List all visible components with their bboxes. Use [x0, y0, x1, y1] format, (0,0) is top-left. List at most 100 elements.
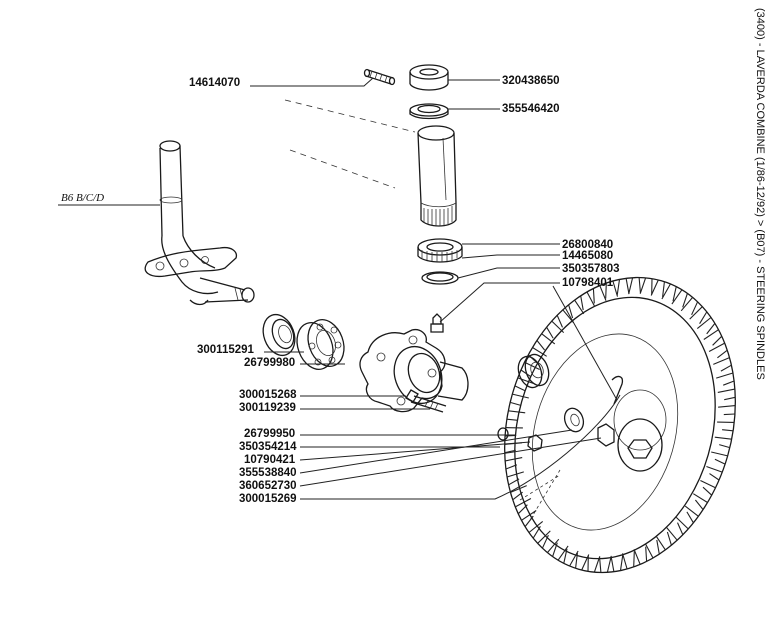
tread-lug [568, 304, 574, 319]
tread-lug [524, 515, 534, 527]
tread-lug [693, 493, 708, 503]
tread-lug [586, 291, 596, 307]
tread-lug [532, 347, 547, 357]
tread-lug [711, 451, 728, 457]
tread-lug [671, 289, 683, 305]
tread-lug [723, 413, 735, 416]
part-number-300015269: 300015269 [239, 493, 297, 505]
tread-lug [552, 542, 558, 557]
part-number-labels: 14614070 320438650 355546420 26800840 14… [189, 75, 620, 505]
tread-lug [716, 372, 734, 379]
tread-lug [514, 385, 526, 392]
tread-lug [689, 306, 703, 320]
tread-lug [569, 550, 579, 567]
tread-lug [512, 393, 529, 399]
tread-lug [592, 288, 595, 304]
tread-lug [541, 534, 549, 549]
tread-lug [593, 556, 601, 573]
tread-lug [574, 299, 585, 315]
tread-lug [706, 323, 716, 335]
tread-lug [656, 539, 660, 555]
tread-lug [633, 549, 641, 565]
tread-lug [714, 436, 732, 440]
tread-lug [638, 277, 642, 294]
tread-lug [691, 301, 699, 316]
tread-lug [551, 320, 565, 333]
tread-lug [625, 278, 630, 295]
tread-lug [541, 333, 556, 345]
tread-lug [515, 498, 532, 508]
tread-lug [666, 527, 678, 541]
part-number-26799950: 26799950 [244, 428, 295, 440]
tread-lug [508, 478, 520, 486]
part-number-26800840: 26800840 [562, 239, 613, 251]
tread-lug [712, 335, 723, 346]
tread-lug [706, 465, 723, 473]
tread-lug [719, 444, 730, 449]
tread-lug [524, 361, 540, 370]
tread-lug [650, 279, 659, 296]
tread-lug [680, 297, 694, 312]
tread-lug [536, 340, 546, 351]
tread-lug [708, 342, 725, 352]
assembly-label: B6 B/C/D [61, 192, 104, 204]
tread-lug [662, 281, 665, 298]
tread-lug [557, 545, 569, 561]
tread-lug [532, 526, 541, 539]
pivot-parts-drawing [284, 64, 463, 285]
tread-lug [644, 543, 654, 559]
tread-lug [628, 277, 634, 294]
tread-lug [581, 554, 590, 571]
tread-lug [714, 458, 726, 465]
tread-lug [694, 499, 704, 510]
tread-lug [718, 405, 736, 408]
part-number-10798401: 10798401 [562, 277, 614, 289]
tread-lug [517, 377, 534, 385]
tread-lug [575, 552, 578, 569]
tread-lug [528, 520, 544, 533]
tread-lug [702, 486, 713, 496]
tread-lug [682, 293, 688, 308]
hub-assembly-drawing [262, 313, 624, 452]
tread-lug [508, 410, 526, 414]
tread-lug [598, 556, 602, 573]
tread-lug [720, 364, 732, 372]
tread-lug [517, 504, 528, 515]
part-number-26799980: 26799980 [244, 357, 295, 369]
tread-lug [672, 286, 677, 302]
tread-lug [506, 418, 518, 421]
tread-lug [675, 517, 689, 530]
tire-tread [504, 277, 736, 573]
tread-lug [655, 535, 666, 551]
tread-lug [717, 388, 736, 393]
tread-lug [546, 326, 554, 339]
tread-lug [724, 396, 736, 401]
tread-lug [616, 279, 621, 296]
tread-lug [633, 551, 635, 567]
tread-lug [700, 480, 716, 489]
part-number-300115291: 300115291 [197, 344, 255, 356]
tread-lug [580, 295, 584, 311]
part-number-320438650: 320438650 [502, 75, 560, 87]
tread-lug [610, 555, 615, 572]
tread-lug [505, 464, 517, 470]
tread-lug [606, 556, 612, 573]
tread-lug [512, 491, 523, 501]
tread-lug [639, 277, 647, 294]
part-number-355546420: 355546420 [502, 103, 560, 115]
tread-lug [666, 531, 672, 546]
wheel-drawing [504, 276, 736, 574]
tread-lug [684, 505, 699, 517]
tread-lug [699, 311, 708, 324]
tread-lug [527, 354, 538, 364]
part-number-10790421: 10790421 [244, 454, 296, 466]
tread-lug [521, 510, 537, 521]
steering-spindle-drawing [144, 140, 255, 306]
tread-lug [686, 511, 694, 524]
tread-lug [599, 285, 607, 301]
tread-lug [621, 553, 628, 570]
side-title: (3400) - LAVERDA COMBINE (1/86-12/92) > … [754, 8, 766, 380]
tread-lug [645, 546, 648, 562]
tread-lug [722, 429, 734, 432]
